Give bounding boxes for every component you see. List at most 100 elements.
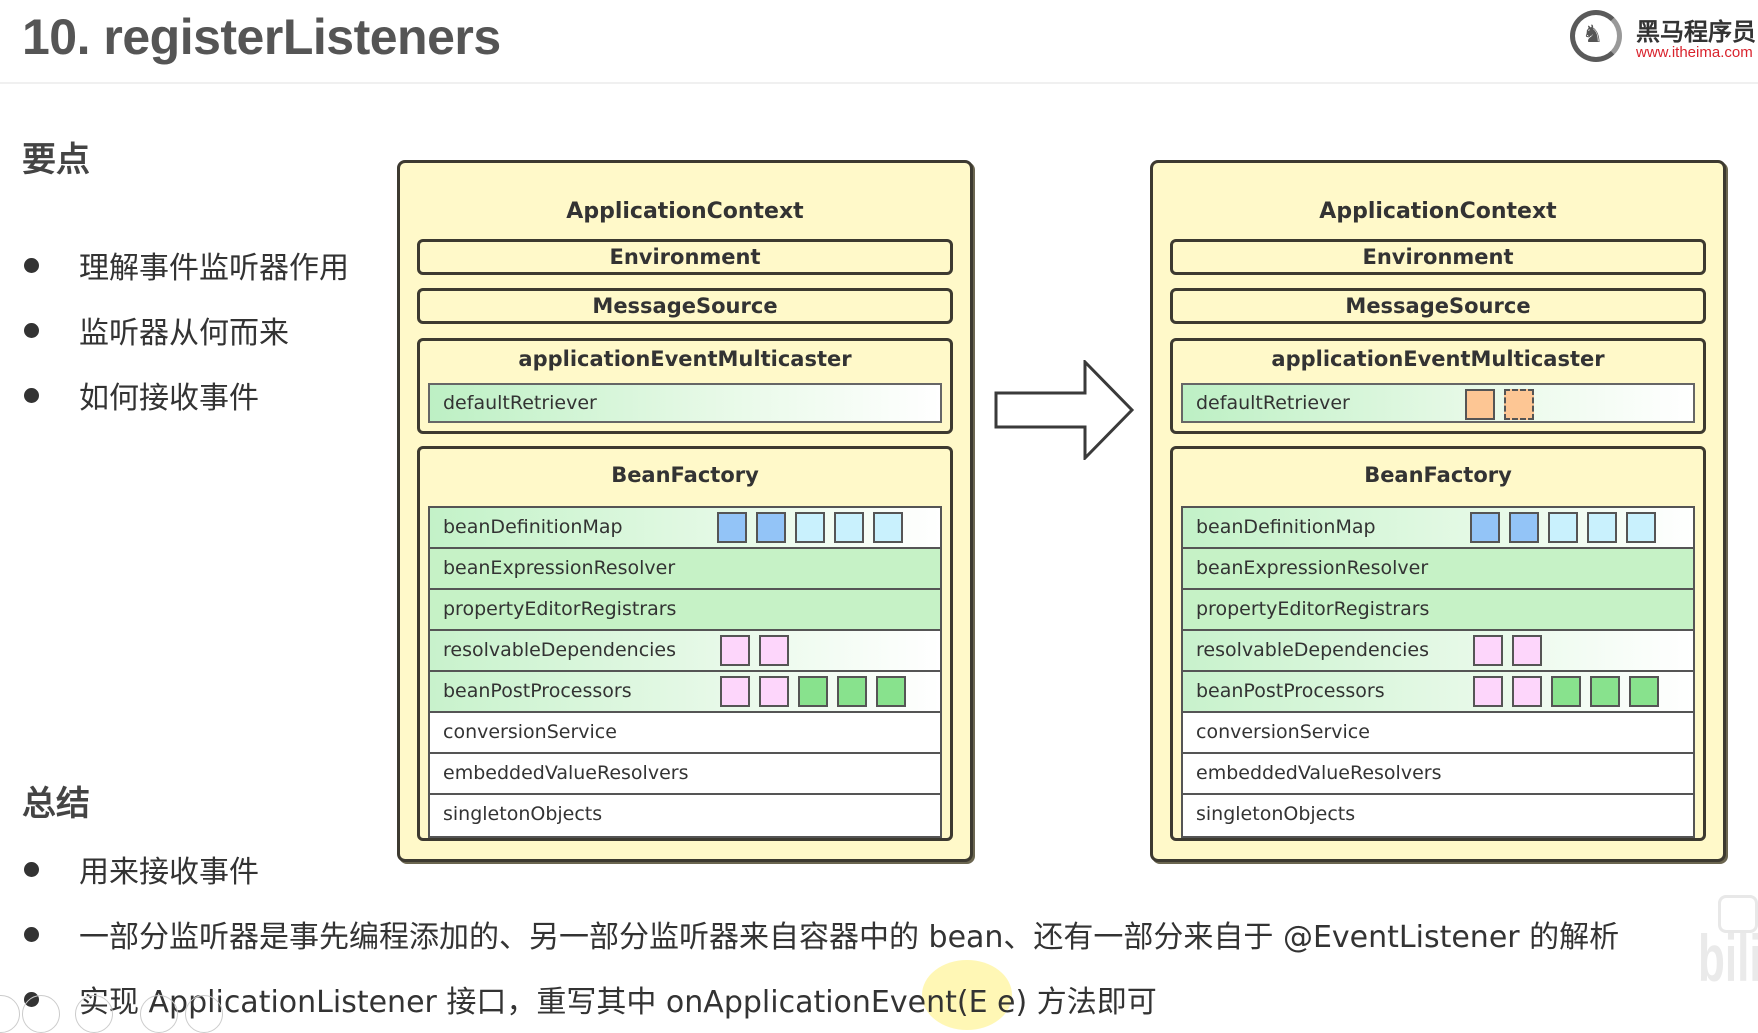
chip-green [1551, 676, 1581, 707]
control-icon[interactable] [75, 995, 113, 1033]
message-source-box: MessageSource [417, 288, 953, 324]
multicaster-title: applicationEventMulticaster [518, 347, 852, 371]
more-icon[interactable] [185, 995, 223, 1033]
chip-green [1590, 676, 1620, 707]
logo-name: 黑马程序员 [1636, 18, 1756, 46]
row-chips [720, 635, 789, 666]
row-label: embeddedValueResolvers [1196, 762, 1442, 784]
row-label: propertyEditorRegistrars [1196, 598, 1430, 620]
bean-factory-row: conversionService [430, 713, 940, 754]
chip-lightblue [1626, 512, 1656, 543]
context-title: ApplicationContext [566, 199, 804, 224]
bean-factory-row: embeddedValueResolvers [430, 754, 940, 795]
chip-green [1629, 676, 1659, 707]
application-context-after: ApplicationContext Environment MessageSo… [1150, 160, 1726, 862]
bean-factory-row: propertyEditorRegistrars [1183, 590, 1693, 631]
chip-orange [1465, 389, 1495, 420]
control-icon[interactable] [0, 995, 20, 1033]
chip-pink [1473, 676, 1503, 707]
right-arrow-icon [994, 360, 1135, 460]
chip-lightblue [1548, 512, 1578, 543]
bullet-dot-icon [24, 926, 39, 942]
row-label: singletonObjects [1196, 803, 1356, 825]
row-chips [1473, 635, 1542, 666]
bean-factory-rows: beanDefinitionMap beanExpressionResolver p… [1181, 506, 1695, 838]
row-chips [717, 512, 903, 543]
bean-factory-row: beanDefinitionMap [1183, 508, 1693, 549]
row-label: resolvableDependencies [1196, 639, 1430, 661]
row-label: conversionService [1196, 721, 1370, 743]
chip-lightblue [1587, 512, 1617, 543]
summary-text: 一部分监听器是事先编程添加的、另一部分监听器来自容器中的 bean、还有一部分来… [79, 920, 1620, 955]
row-label: propertyEditorRegistrars [443, 598, 677, 620]
slide-title: 10. registerListeners [22, 9, 501, 65]
retriever-chips [1465, 389, 1534, 420]
row-chips [720, 676, 906, 707]
key-points-heading: 要点 [22, 140, 90, 180]
row-label: beanExpressionResolver [1196, 557, 1429, 579]
row-chips [1473, 676, 1659, 707]
summary-heading: 总结 [22, 784, 90, 824]
player-controls [0, 995, 240, 1033]
bullet-dot-icon [24, 387, 39, 403]
row-label: conversionService [443, 721, 617, 743]
summary-item: 一部分监听器是事先编程添加的、另一部分监听器来自容器中的 bean、还有一部分来… [24, 912, 1619, 956]
event-multicaster-box: applicationEventMulticaster defaultRetri… [1170, 338, 1706, 434]
chip-blue [1509, 512, 1539, 543]
row-label: resolvableDependencies [443, 639, 677, 661]
key-point-text: 如何接收事件 [79, 381, 259, 416]
summary-text: 实现 ApplicationListener 接口，重写其中 onApplica… [79, 985, 1157, 1020]
chip-pink [1512, 635, 1542, 666]
bilibili-watermark: bilibili [1698, 895, 1758, 1019]
bean-factory-title: BeanFactory [611, 463, 759, 487]
chip-blue [717, 512, 747, 543]
chip-pink [1512, 676, 1542, 707]
application-context-before: ApplicationContext Environment MessageSo… [397, 160, 973, 862]
key-point-item: 如何接收事件 [24, 373, 259, 417]
row-label: beanExpressionResolver [443, 557, 676, 579]
context-title: ApplicationContext [1319, 199, 1557, 224]
itheima-logo: ♞ 黑马程序员 www.itheima.com [1568, 8, 1758, 68]
bean-factory-row: resolvableDependencies [1183, 631, 1693, 672]
chip-pink [720, 676, 750, 707]
row-label: beanDefinitionMap [443, 516, 623, 538]
bean-factory-row: singletonObjects [430, 795, 940, 836]
bean-factory-row: resolvableDependencies [430, 631, 940, 672]
bean-factory-rows: beanDefinitionMap beanExpressionResolver p… [428, 506, 942, 838]
environment-box: Environment [1170, 239, 1706, 275]
chip-pink [720, 635, 750, 666]
chip-lightblue [873, 512, 903, 543]
chip-blue [756, 512, 786, 543]
chip-green [837, 676, 867, 707]
pen-icon[interactable] [22, 995, 60, 1033]
chip-pink [1473, 635, 1503, 666]
bilibili-tv-icon [1718, 895, 1758, 933]
chip-blue [1470, 512, 1500, 543]
retriever-label: defaultRetriever [1196, 392, 1350, 414]
bean-factory-title: BeanFactory [1364, 463, 1512, 487]
row-label: singletonObjects [443, 803, 603, 825]
bean-factory-row: singletonObjects [1183, 795, 1693, 836]
row-label: beanPostProcessors [443, 680, 632, 702]
bean-factory-row: beanExpressionResolver [430, 549, 940, 590]
bilibili-text: bilibili [1698, 922, 1758, 997]
bean-factory-box: BeanFactory beanDefinitionMap beanExpress… [1170, 446, 1706, 841]
multicaster-title: applicationEventMulticaster [1271, 347, 1605, 371]
bullet-dot-icon [24, 861, 39, 877]
title-divider [0, 82, 1758, 84]
event-multicaster-box: applicationEventMulticaster defaultRetri… [417, 338, 953, 434]
chip-orange-dashed [1504, 389, 1534, 420]
bean-factory-row: conversionService [1183, 713, 1693, 754]
cursor-highlight [922, 960, 1012, 1030]
bean-factory-row: beanExpressionResolver [1183, 549, 1693, 590]
row-label: embeddedValueResolvers [443, 762, 689, 784]
search-icon[interactable] [140, 995, 178, 1033]
chip-green [798, 676, 828, 707]
bean-factory-row: propertyEditorRegistrars [430, 590, 940, 631]
message-source-box: MessageSource [1170, 288, 1706, 324]
chip-green [876, 676, 906, 707]
summary-item: 用来接收事件 [24, 847, 259, 891]
retriever-label: defaultRetriever [443, 392, 597, 414]
chip-lightblue [834, 512, 864, 543]
default-retriever-row: defaultRetriever [428, 383, 942, 423]
